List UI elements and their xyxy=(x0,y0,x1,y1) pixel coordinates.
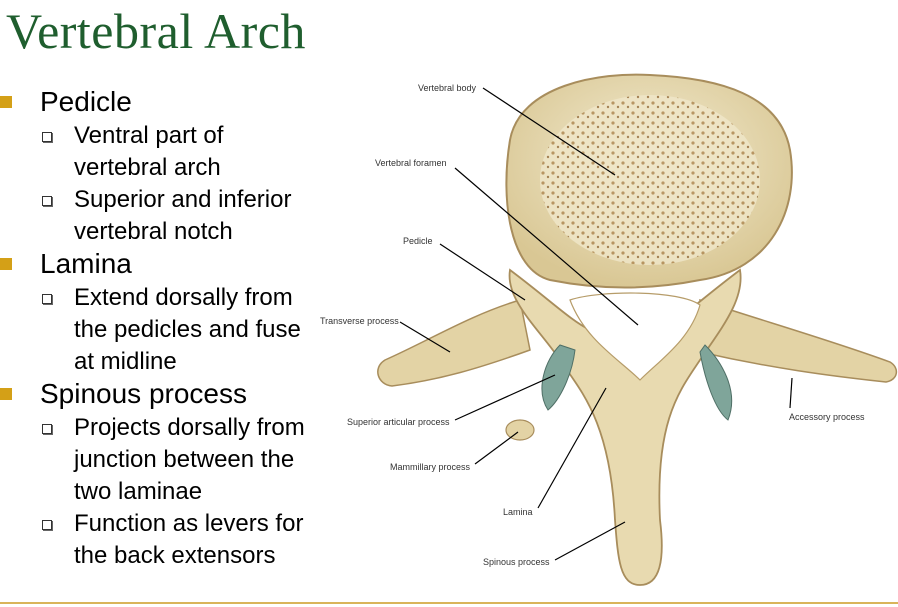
label-mammillary-process: Mammillary process xyxy=(390,462,471,472)
sub-bullet: Superior and inferior xyxy=(0,184,340,216)
leader-lines xyxy=(399,87,793,561)
label-spinous-process: Spinous process xyxy=(483,557,550,567)
bullet-lamina: Lamina xyxy=(0,248,340,280)
label-superior-articular-process: Superior articular process xyxy=(347,417,450,427)
bullet-list: Pedicle Ventral part of vertebral arch S… xyxy=(0,86,340,572)
leader-accessory-process xyxy=(789,377,793,409)
label-vertebral-body: Vertebral body xyxy=(418,83,477,93)
leader-vertebral-body xyxy=(482,87,616,176)
bullet-pedicle: Pedicle xyxy=(0,86,340,118)
sub-bullet-continuation: the pedicles and fuse xyxy=(74,316,301,343)
bullet-label: Lamina xyxy=(40,248,132,279)
square-bullet-icon xyxy=(0,258,12,270)
label-transverse-process: Transverse process xyxy=(320,316,399,326)
sub-bullet: Ventral part of xyxy=(0,120,340,152)
cancellous-bone xyxy=(540,95,760,265)
sub-bullet-continuation: vertebral notch xyxy=(74,218,233,245)
label-lamina: Lamina xyxy=(503,507,533,517)
label-accessory-process: Accessory process xyxy=(789,412,865,422)
leader-vertebral-foramen xyxy=(454,167,639,326)
leader-spinous-process xyxy=(554,521,626,561)
checkbox-bullet-icon xyxy=(42,520,52,530)
bullet-spinous-process: Spinous process xyxy=(0,378,340,410)
vertebral-foramen xyxy=(569,292,701,381)
square-bullet-icon xyxy=(0,388,12,400)
sub-bullet-continuation: at midline xyxy=(74,348,177,375)
sub-bullet-continuation: two laminae xyxy=(74,478,203,505)
sub-bullet: Function as levers for xyxy=(0,508,340,540)
right-superior-articular-facet xyxy=(699,344,733,421)
checkbox-bullet-icon xyxy=(42,294,52,304)
leader-mammillary-process xyxy=(474,431,519,465)
leader-lamina xyxy=(537,387,607,509)
leader-transverse-process xyxy=(399,321,451,353)
sub-bullet-continuation: vertebral arch xyxy=(74,154,221,181)
mammillary-process xyxy=(505,419,535,441)
checkbox-bullet-icon xyxy=(42,196,52,206)
sub-bullet: Projects dorsally from xyxy=(0,412,340,444)
label-pedicle: Pedicle xyxy=(403,236,433,246)
right-transverse-process xyxy=(699,298,898,383)
slide-title: Vertebral Arch xyxy=(6,3,306,59)
leader-pedicle xyxy=(439,243,526,301)
label-vertebral-foramen: Vertebral foramen xyxy=(375,158,447,168)
square-bullet-icon xyxy=(0,96,12,108)
bullet-label: Spinous process xyxy=(40,378,248,409)
leader-superior-articular-process xyxy=(454,374,556,421)
sub-bullet: Extend dorsally from xyxy=(0,282,340,314)
left-superior-articular-facet xyxy=(541,344,576,411)
sub-bullet-continuation: the back extensors xyxy=(74,542,276,569)
left-transverse-process xyxy=(377,299,531,387)
checkbox-bullet-icon xyxy=(42,424,52,434)
sub-bullet-continuation: junction between the xyxy=(74,446,295,473)
footer-divider xyxy=(0,602,898,604)
bullet-label: Pedicle xyxy=(40,86,132,117)
checkbox-bullet-icon xyxy=(42,132,52,142)
